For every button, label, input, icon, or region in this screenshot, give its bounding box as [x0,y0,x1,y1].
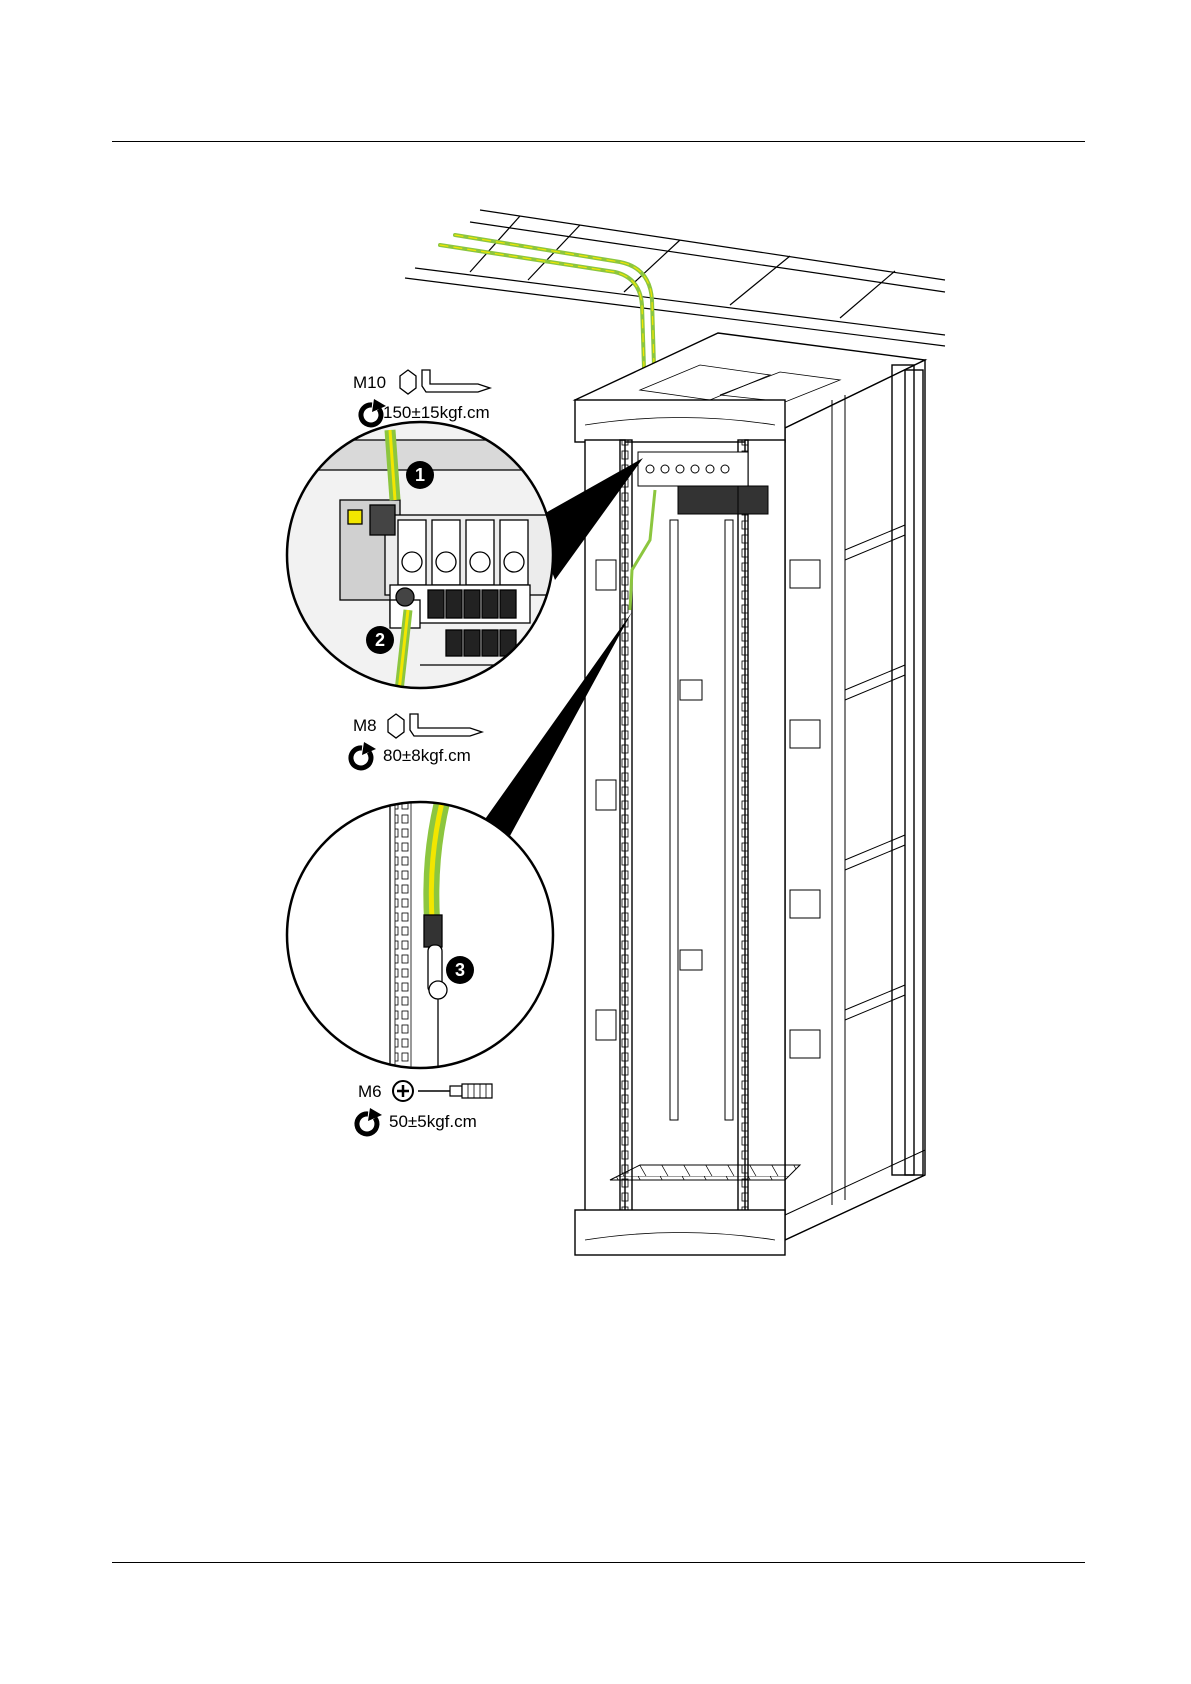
detail-busbar-circle: 1 2 [287,422,560,700]
hex-bolt-icon [400,370,416,394]
phillips-screw-icon [393,1081,413,1101]
svg-text:M10: M10 [353,373,386,392]
callout-badge-3: 3 [446,956,474,984]
hex-bolt-icon [388,714,404,738]
hex-wrench-icon [422,370,490,392]
callout-badge-1: 1 [406,461,434,489]
svg-text:3: 3 [455,960,465,980]
cable-ladder [405,210,945,346]
svg-text:M8: M8 [353,716,377,735]
screwdriver-icon [418,1084,492,1098]
callout-badge-2: 2 [366,626,394,654]
svg-text:80±8kgf.cm: 80±8kgf.cm [383,746,471,765]
svg-text:1: 1 [415,465,425,485]
tool-spec-m10: M10 150±15kgf.cm [353,370,490,425]
svg-text:50±5kgf.cm: 50±5kgf.cm [389,1112,477,1131]
svg-text:2: 2 [375,630,385,650]
svg-text:150±15kgf.cm: 150±15kgf.cm [383,403,490,422]
tool-spec-m6: M6 50±5kgf.cm [357,1081,492,1134]
detail-post-circle: 3 [287,790,553,1090]
hex-wrench-icon [410,714,482,736]
cabinet-busbar [638,452,768,514]
ground-cables-overhead [440,235,655,400]
svg-text:M6: M6 [358,1082,382,1101]
ground-cable-cabinet [630,490,655,610]
tool-spec-m8: M8 80±8kgf.cm [351,714,482,768]
